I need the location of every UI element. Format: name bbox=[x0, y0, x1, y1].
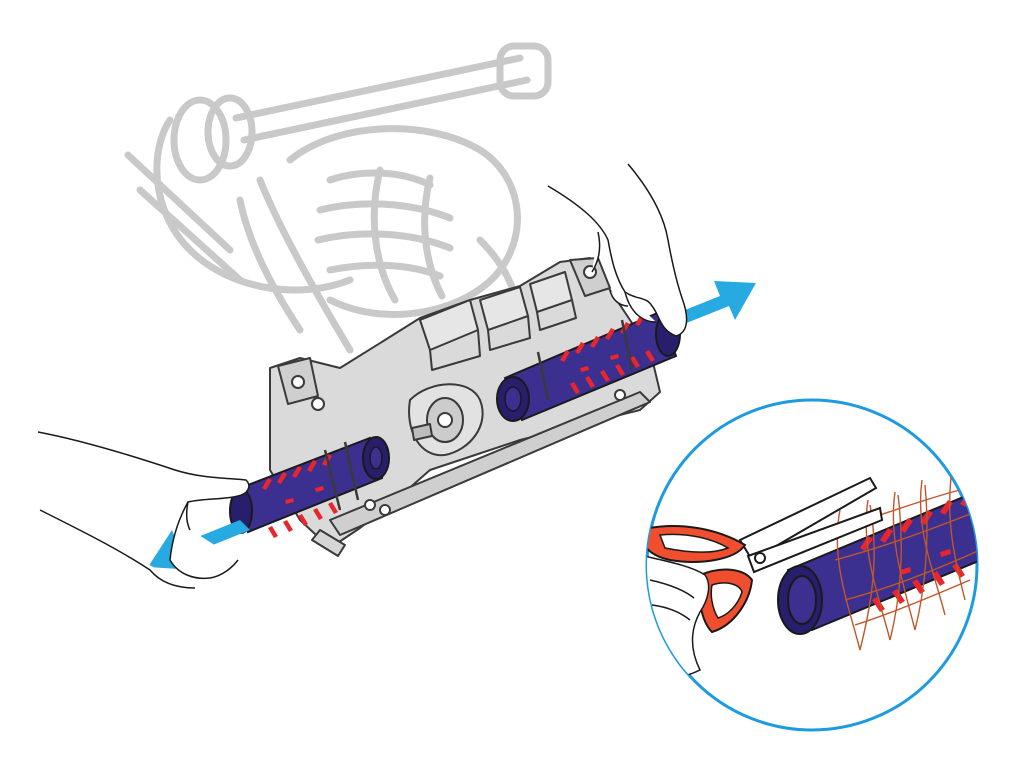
front-brush-bar bbox=[229, 436, 390, 538]
scissors-icon bbox=[647, 476, 884, 634]
right-hand bbox=[547, 163, 688, 337]
inset-detail bbox=[645, 398, 979, 732]
rear-bristles bbox=[560, 314, 655, 394]
rear-brush-bar bbox=[496, 310, 681, 422]
front-bristles bbox=[262, 454, 338, 538]
ghost-cleaner-head bbox=[124, 42, 552, 354]
tangled-hair bbox=[829, 469, 977, 651]
left-hand bbox=[37, 431, 250, 589]
